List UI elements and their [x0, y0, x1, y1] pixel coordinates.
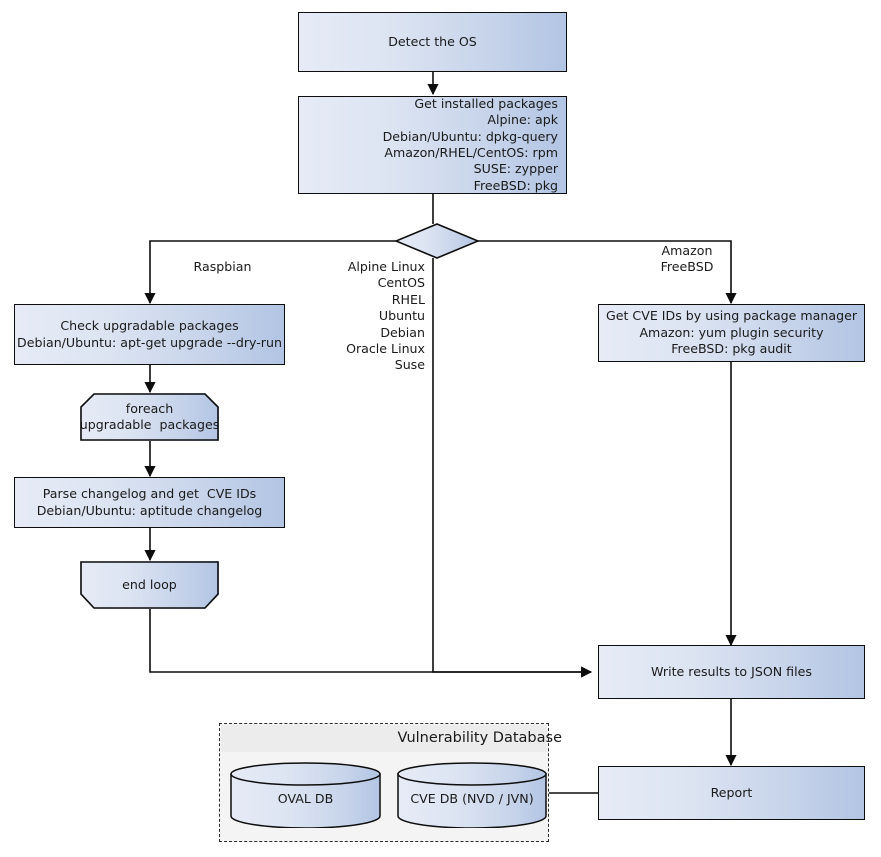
node-write-results-label: Write results to JSON files [651, 663, 812, 679]
node-write-results[interactable]: Write results to JSON files [598, 645, 865, 699]
node-foreach-loop-start[interactable]: foreach upgradable packages [80, 393, 219, 441]
node-get-installed-packages-label: Get installed packages Alpine: apk Debia… [382, 95, 558, 193]
edge-decision-raspbian [144, 240, 396, 305]
edge-decision-amazon [477, 240, 737, 305]
node-get-installed-packages[interactable]: Get installed packages Alpine: apk Debia… [298, 96, 567, 194]
node-cve-db[interactable]: CVE DB (NVD / JVN) [396, 762, 548, 828]
node-oval-db-label: OVAL DB [277, 790, 334, 806]
edge-decision-middle [432, 258, 593, 678]
node-parse-changelog[interactable]: Parse changelog and get CVE IDs Debian/U… [14, 477, 285, 528]
node-decision-os[interactable] [394, 222, 480, 260]
group-vulnerability-database-header [221, 725, 547, 752]
node-detect-os[interactable]: Detect the OS [298, 12, 567, 72]
edge-label-amazon-freebsd: Amazon FreeBSD [660, 243, 714, 275]
node-check-upgradable-packages[interactable]: Check upgradable packages Debian/Ubuntu:… [14, 304, 285, 365]
edge-label-raspbian: Raspbian [193, 259, 252, 274]
group-vulnerability-database-title: Vulnerability Database [397, 730, 562, 746]
node-foreach-label: foreach upgradable packages [79, 400, 220, 432]
node-cve-db-label: CVE DB (NVD / JVN) [410, 790, 534, 806]
node-get-cve-ids-label: Get CVE IDs by using package manager Ama… [605, 308, 858, 357]
node-report-label: Report [710, 784, 753, 800]
node-report[interactable]: Report [598, 766, 865, 820]
node-check-upgradable-packages-label: Check upgradable packages Debian/Ubuntu:… [17, 318, 282, 350]
edge-label-middle-distros: Alpine Linux CentOS RHEL Ubuntu Debian O… [346, 259, 425, 373]
node-parse-changelog-label: Parse changelog and get CVE IDs Debian/U… [36, 486, 263, 518]
oval-db-shape [230, 762, 381, 828]
node-end-loop[interactable]: end loop [80, 561, 219, 609]
node-get-cve-ids[interactable]: Get CVE IDs by using package manager Ama… [598, 304, 865, 362]
node-end-loop-label: end loop [122, 576, 177, 592]
node-detect-os-label: Detect the OS [388, 33, 477, 49]
node-oval-db[interactable]: OVAL DB [229, 762, 382, 828]
cve-db-shape [397, 762, 547, 828]
edge-endloop-to-write [149, 609, 593, 678]
